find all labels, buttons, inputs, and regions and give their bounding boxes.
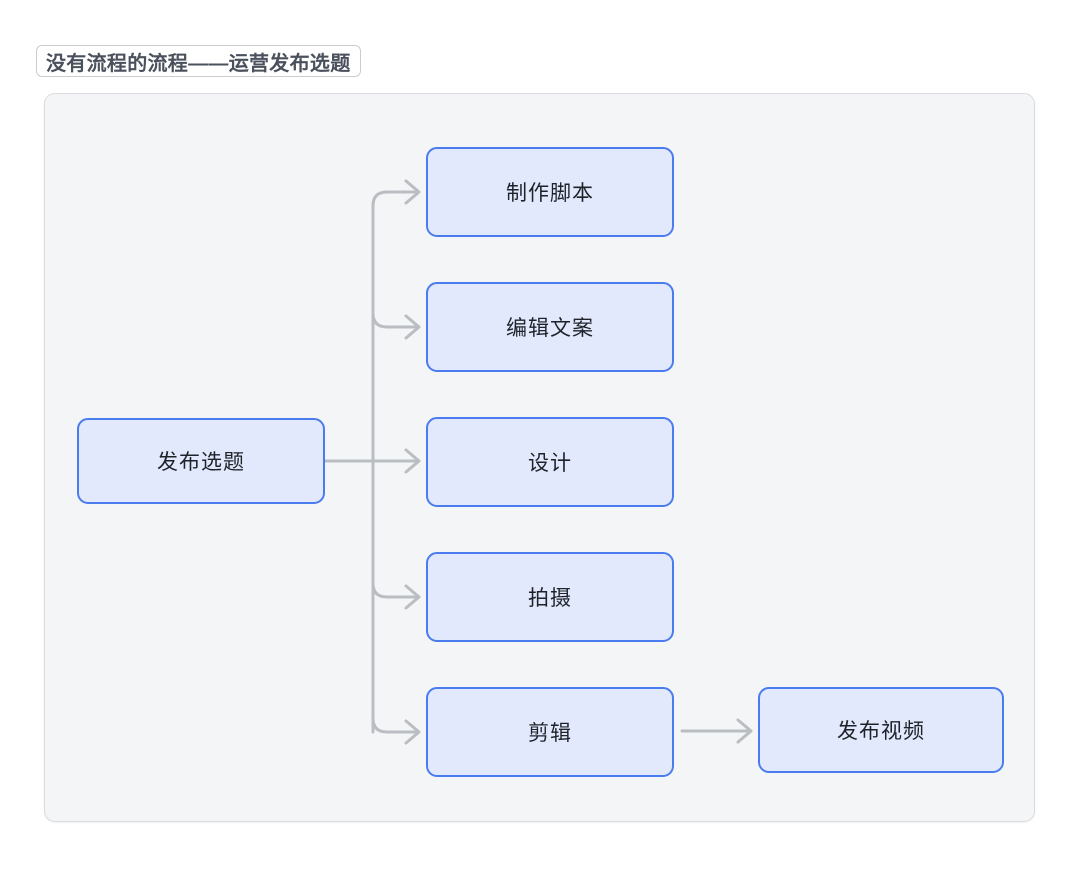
diagram-title: 没有流程的流程——运营发布选题 xyxy=(36,45,361,77)
node-copy[interactable]: 编辑文案 xyxy=(426,282,674,372)
node-root[interactable]: 发布选题 xyxy=(77,418,325,504)
node-publish-label: 发布视频 xyxy=(837,720,925,743)
node-design[interactable]: 设计 xyxy=(426,417,674,507)
node-publish[interactable]: 发布视频 xyxy=(758,687,1004,773)
node-edit[interactable]: 剪辑 xyxy=(426,687,674,777)
node-shoot-label: 拍摄 xyxy=(528,587,572,610)
node-script-label: 制作脚本 xyxy=(506,182,594,205)
node-edit-label: 剪辑 xyxy=(528,722,572,745)
node-copy-label: 编辑文案 xyxy=(506,317,594,340)
node-shoot[interactable]: 拍摄 xyxy=(426,552,674,642)
node-root-label: 发布选题 xyxy=(157,451,245,474)
node-script[interactable]: 制作脚本 xyxy=(426,147,674,237)
node-design-label: 设计 xyxy=(528,452,572,475)
